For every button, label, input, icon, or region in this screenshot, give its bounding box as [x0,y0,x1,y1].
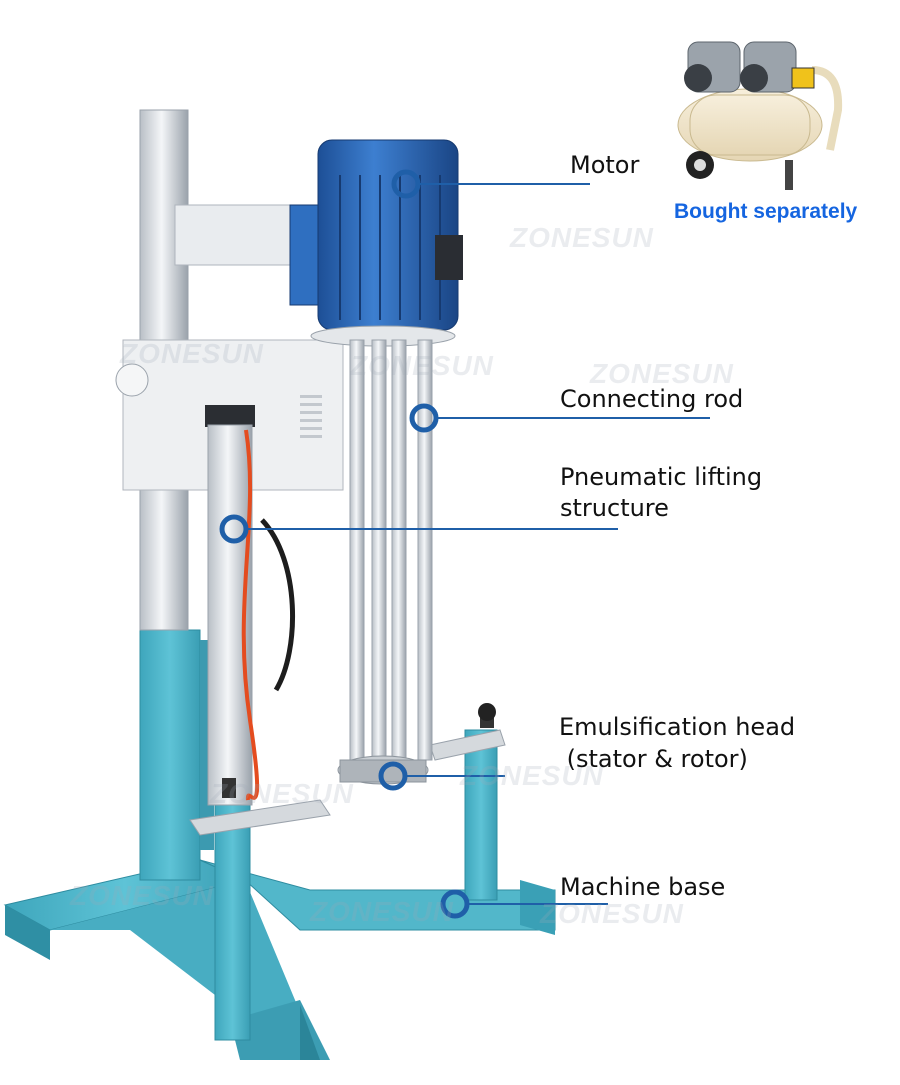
connecting-rods-shape [337,339,433,785]
machine-base-label: Machine base [560,873,726,901]
machine-base-marker-icon [440,889,470,919]
emulsification-marker-icon [378,761,408,791]
connecting-rod-marker-icon [409,403,439,433]
motor-shape [289,139,463,347]
motor-marker-icon [391,169,421,199]
clamp-bars [189,703,506,836]
emulsification-label-line1: Emulsification head [559,713,796,741]
pneumatic-label-line1: Pneumatic lifting [560,463,763,491]
air-compressor-image [677,41,843,190]
machine-base-shape [3,629,556,1060]
callout-lines [247,183,710,905]
motor-label: Motor [570,151,640,179]
pneumatic-label-line2: structure [560,494,669,522]
emulsification-label-line2: (stator & rotor) [559,745,748,773]
pneumatic-cylinder-shape [205,405,296,806]
bought-separately-note: Bought separately [674,200,858,223]
connecting-rod-label: Connecting rod [560,385,744,413]
callout-markers [219,169,470,919]
pneumatic-marker-icon [219,514,249,544]
